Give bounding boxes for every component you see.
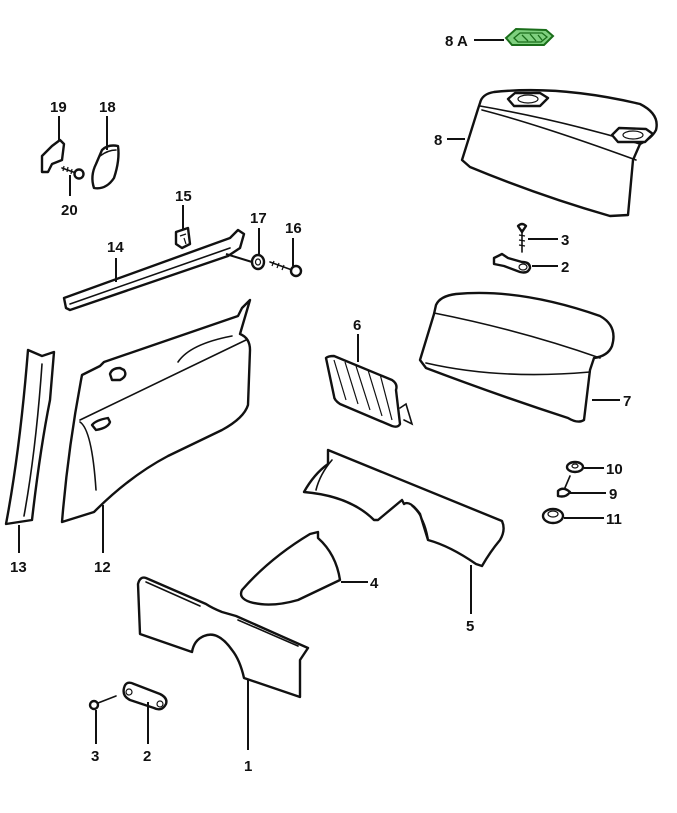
callout-3-upper[interactable]: 3 (561, 232, 569, 249)
part-4-wheel-housing-cover[interactable] (239, 530, 342, 606)
part-5-wheel-arch-trim[interactable] (302, 448, 505, 568)
callout-9[interactable]: 9 (609, 486, 617, 503)
callout-16[interactable]: 16 (285, 220, 302, 237)
part-18-cover-cap[interactable] (91, 144, 120, 190)
part-13-pillar-trim[interactable] (4, 348, 56, 526)
callout-8a[interactable]: 8 A (445, 33, 468, 50)
part-10-washer[interactable] (565, 460, 585, 474)
part-3-screw-upper[interactable] (516, 222, 528, 253)
callout-2-upper[interactable]: 2 (561, 259, 569, 276)
part-12-side-trim-panel[interactable] (60, 298, 252, 524)
part-17-washer[interactable] (250, 253, 266, 271)
part-2-bracket-upper[interactable] (492, 252, 532, 274)
callout-1[interactable]: 1 (244, 758, 252, 775)
part-6-grille-cover[interactable] (324, 354, 414, 428)
callout-5[interactable]: 5 (466, 618, 474, 635)
callout-12[interactable]: 12 (94, 559, 111, 576)
callout-17[interactable]: 17 (250, 210, 267, 227)
part-16-screw[interactable] (269, 260, 303, 278)
callout-18[interactable]: 18 (99, 99, 116, 116)
callout-2-lower[interactable]: 2 (143, 748, 151, 765)
part-15-clip[interactable] (174, 226, 192, 250)
callout-19[interactable]: 19 (50, 99, 67, 116)
callout-6[interactable]: 6 (353, 317, 361, 334)
part-7-seat-back-trim[interactable] (418, 291, 615, 423)
callout-10[interactable]: 10 (606, 461, 623, 478)
callout-14[interactable]: 14 (107, 239, 124, 256)
part-2-bracket-lower[interactable] (122, 681, 168, 711)
part-20-bolt[interactable] (61, 165, 85, 180)
part-14-trim-rail[interactable] (62, 228, 246, 312)
callout-20[interactable]: 20 (61, 202, 78, 219)
callout-3-lower[interactable]: 3 (91, 748, 99, 765)
callout-4[interactable]: 4 (370, 575, 379, 592)
callout-11[interactable]: 11 (606, 511, 622, 528)
part-8a-vent-grille[interactable] (504, 27, 555, 46)
part-8-parcel-shelf[interactable] (460, 88, 658, 218)
leader-17-rail (225, 253, 253, 263)
part-11-cap-nut[interactable] (541, 507, 565, 525)
callout-15[interactable]: 15 (175, 188, 192, 205)
part-9-screw[interactable] (556, 475, 572, 498)
part-3-screw-lower[interactable] (88, 695, 117, 711)
part-1-rear-side-trim[interactable] (136, 576, 310, 699)
callout-8[interactable]: 8 (434, 132, 442, 149)
part-19-bracket[interactable] (40, 138, 66, 174)
callout-13[interactable]: 13 (10, 559, 27, 576)
callout-7[interactable]: 7 (623, 393, 631, 410)
